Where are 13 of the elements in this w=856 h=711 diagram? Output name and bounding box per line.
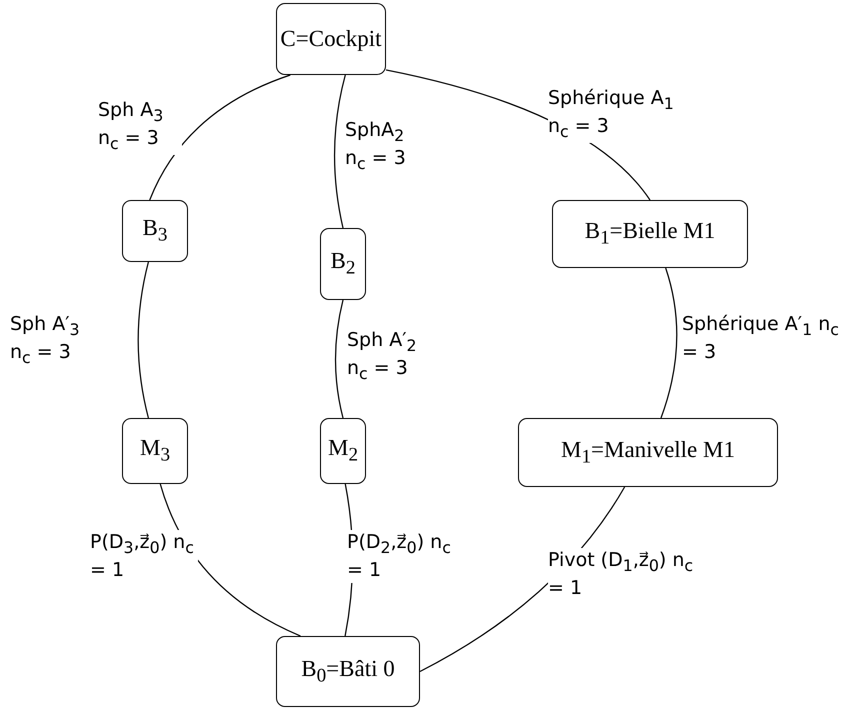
connector-line — [660, 268, 678, 418]
connector-line — [138, 262, 149, 418]
body-box: M$_{3}$ — [122, 418, 188, 484]
body-box: B$_{3}$ — [122, 200, 188, 262]
body-box: C=Cockpit — [276, 3, 386, 75]
connector-line — [149, 74, 290, 200]
connector-line — [334, 300, 344, 418]
body-box: B$_{1}$=Bielle M1 — [552, 200, 748, 268]
connector-line — [334, 74, 346, 228]
body-box: M$_{2}$ — [320, 418, 366, 484]
body-box: M$_{1}$=Manivelle M1 — [518, 418, 778, 487]
body-box: B$_{2}$ — [320, 228, 366, 300]
body-box: B$_{0}$=Bâti 0 — [276, 636, 420, 707]
